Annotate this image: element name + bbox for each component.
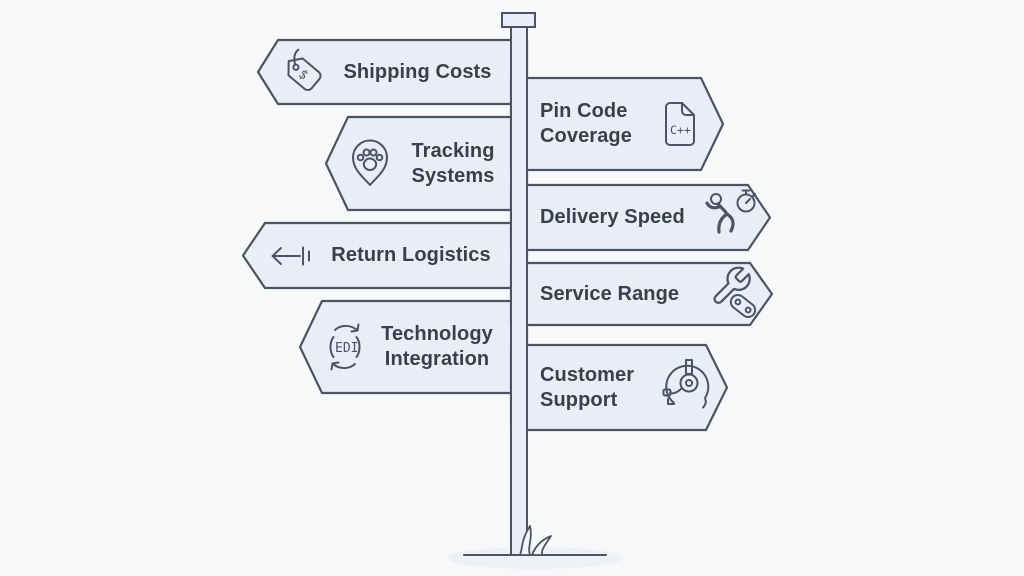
price-tag-icon: $: [281, 47, 327, 95]
sign-label-delivery-speed: Delivery Speed: [540, 206, 685, 228]
sign-label-technology-integration: Technology Integration: [381, 323, 493, 370]
repair-tools-icon: [706, 264, 762, 320]
edi-sync-icon: EDI: [318, 320, 372, 374]
return-arrow-icon: [266, 241, 314, 271]
sign-label-service-range: Service Range: [540, 282, 680, 305]
sign-label-return-logistics: Return Logistics: [331, 244, 491, 266]
sign-label-tracking-systems: Tracking Systems: [411, 139, 495, 187]
sign-label-customer-support: Customer Support: [540, 363, 635, 411]
cpp-glyph: C++: [670, 123, 691, 137]
grass-tuft: [519, 525, 552, 556]
signpost-pole: [510, 24, 528, 556]
cpp-file-icon: C++: [657, 100, 699, 148]
runner-stopwatch-icon: [700, 188, 758, 244]
paw-tracking-pin-icon: [346, 136, 394, 188]
edi-glyph: EDI: [335, 341, 358, 356]
sign-label-shipping-costs: Shipping Costs: [343, 60, 492, 83]
support-headset-icon: [660, 356, 716, 418]
signpost-pole-cap: [501, 12, 536, 28]
sign-label-pin-code-coverage: Pin Code Coverage: [540, 100, 632, 147]
ground-shadow: [447, 547, 623, 569]
